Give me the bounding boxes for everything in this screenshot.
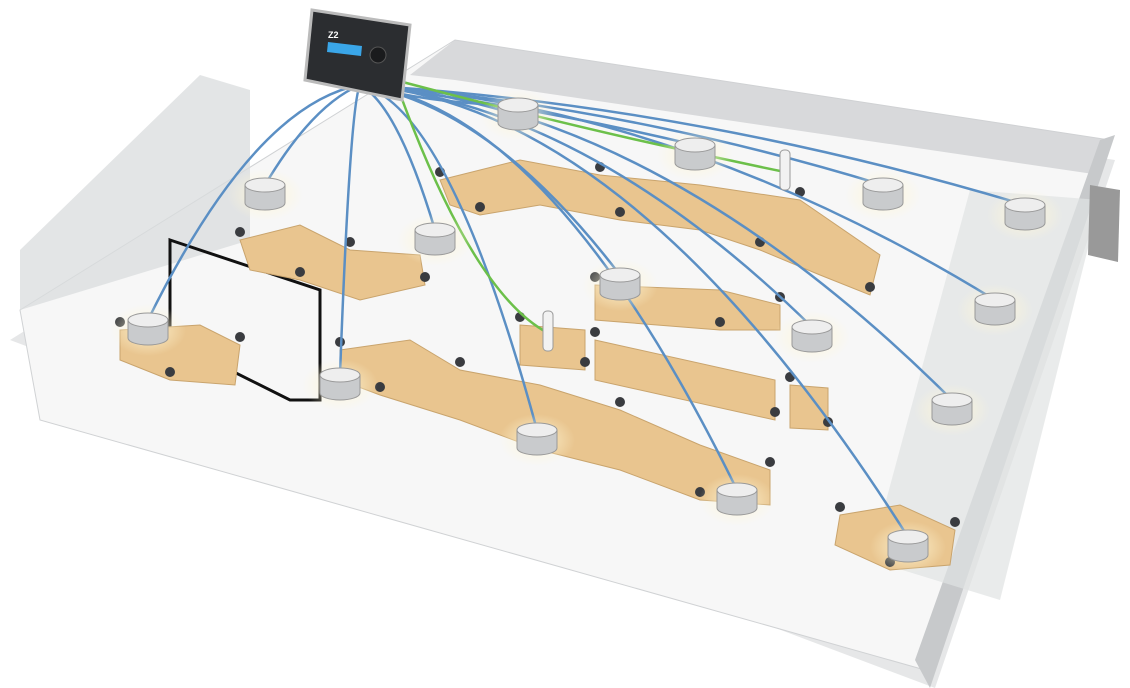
controller-dial[interactable] (369, 46, 387, 64)
chair (165, 367, 175, 377)
chair (765, 457, 775, 467)
chair (420, 272, 430, 282)
chair (865, 282, 875, 292)
chair (715, 317, 725, 327)
controller-display (327, 42, 362, 56)
light-fixture-top (791, 319, 833, 335)
lighting-controller-icon[interactable]: Z2 (303, 8, 412, 102)
light-wire (338, 84, 362, 376)
chair (295, 267, 305, 277)
light-fixture-top (674, 137, 716, 153)
light-fixture-top (319, 367, 361, 383)
controller-logo: Z2 (328, 30, 339, 40)
light-fixture-top (974, 292, 1016, 308)
light-fixture-top (931, 392, 973, 408)
back-wall (410, 40, 1110, 175)
light-fixture-top (599, 267, 641, 283)
light-wire (359, 83, 910, 538)
chair (345, 237, 355, 247)
chair (950, 517, 960, 527)
desk (789, 384, 829, 431)
chair (580, 357, 590, 367)
chair (590, 327, 600, 337)
light-wire (359, 83, 1026, 207)
desk (239, 224, 426, 301)
desk (594, 339, 776, 421)
light-fixture-top (127, 312, 169, 328)
chair (235, 332, 245, 342)
light-fixture-top (414, 222, 456, 238)
light-fixture-top (862, 177, 904, 193)
right-offices (870, 190, 1100, 600)
light-wire (146, 83, 361, 321)
light-fixture-top (1004, 197, 1046, 213)
occupancy-sensor-icon[interactable] (542, 310, 554, 352)
chair (615, 207, 625, 217)
light-fixture-top (716, 482, 758, 498)
light-wire (359, 83, 739, 491)
occupancy-sensor-icon[interactable] (779, 149, 791, 191)
light-fixture-top (887, 529, 929, 545)
door-panel (1088, 185, 1120, 262)
chair (455, 357, 465, 367)
back-wall-left (20, 75, 250, 310)
light-wire (359, 83, 953, 401)
chair (835, 502, 845, 512)
light-fixture-top (497, 97, 539, 113)
light-fixture-top (244, 177, 286, 193)
light-fixture-top (516, 422, 558, 438)
chair (615, 397, 625, 407)
chair (475, 202, 485, 212)
chair (235, 227, 245, 237)
sensor-wire (393, 79, 549, 335)
sensor-wire (394, 78, 786, 174)
chair (770, 407, 780, 417)
